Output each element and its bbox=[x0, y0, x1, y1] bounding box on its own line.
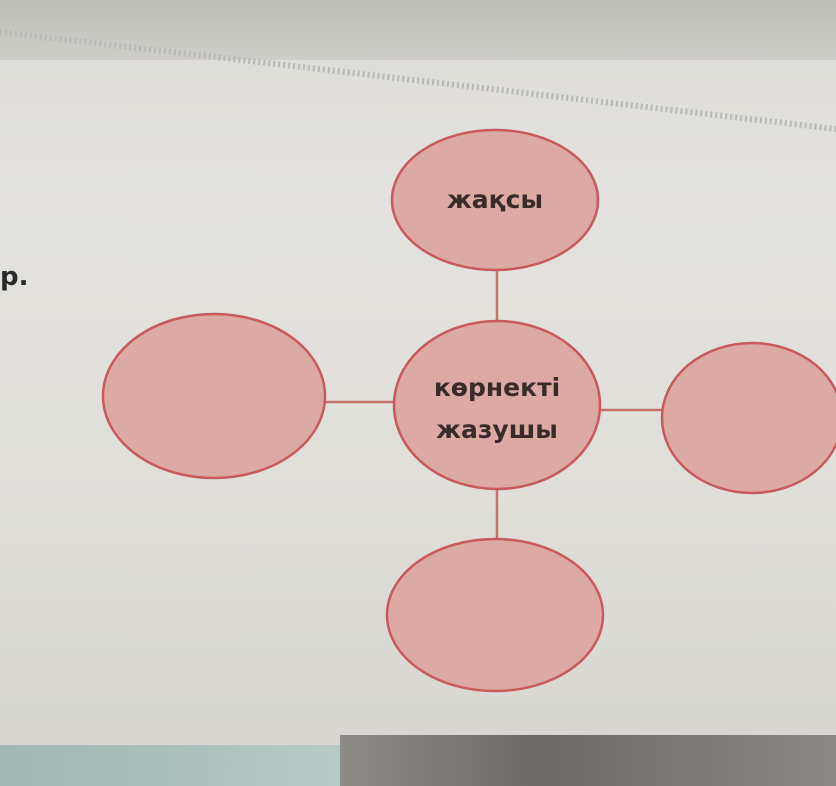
node-right[interactable] bbox=[660, 341, 836, 495]
node-center-line-1: көрнекті bbox=[434, 373, 560, 402]
node-center-line-2: жазушы bbox=[436, 415, 558, 444]
page-edge-dashes bbox=[0, 29, 836, 132]
page-bottom-photo-strip bbox=[340, 735, 836, 786]
node-center[interactable]: көрнекті жазушы bbox=[392, 319, 602, 491]
node-bottom[interactable] bbox=[385, 537, 605, 693]
cut-off-text: р. bbox=[0, 262, 29, 292]
node-top-label: жақсы bbox=[447, 185, 543, 214]
node-top[interactable]: жақсы bbox=[390, 128, 600, 272]
node-left[interactable] bbox=[101, 312, 327, 480]
